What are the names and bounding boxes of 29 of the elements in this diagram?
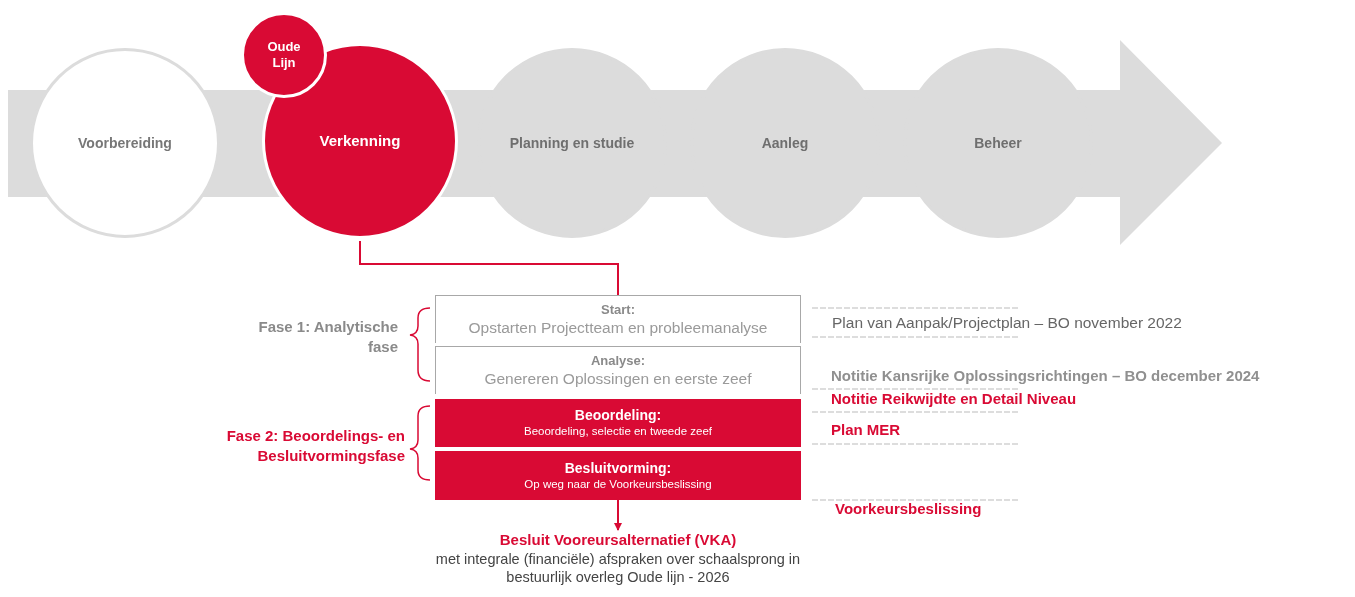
connector-line: [359, 240, 619, 296]
decision-description: met integrale (financiële) afspraken over schaalsprong in bestuurlijk overleg Oude lijn - 2026: [434, 549, 802, 588]
document-label: Voorkeursbeslissing: [835, 499, 982, 519]
step-title: Start:: [601, 302, 635, 318]
phase-label: Fase 2: Beoordelings- en Besluitvormingsfase: [225, 426, 405, 465]
phase-name: Aanleg: [760, 134, 810, 152]
step-description: Opstarten Projectteam en probleemanalyse: [468, 317, 768, 337]
step-title: Beoordeling:: [574, 407, 662, 425]
step-box: [435, 346, 801, 394]
step-box: [435, 399, 801, 447]
decision-title: Besluit Vooreursalternatief (VKA): [499, 530, 737, 550]
document-label: Notitie Kansrijke Oplossingsrichtingen – BO december 2024: [831, 366, 1260, 386]
document-label: Plan MER: [831, 420, 901, 440]
phase-name: Oude Lijn: [266, 39, 302, 71]
step-box: [435, 295, 801, 343]
step-description: Genereren Oplossingen en eerste zeef: [484, 368, 752, 388]
phase-name: Voorbereiding: [77, 134, 173, 152]
document-label: Plan van Aanpak/Projectplan – BO november 2022: [832, 313, 1182, 333]
phase-name: Beheer: [973, 134, 1023, 152]
phase-label: Fase 1: Analytische fase: [258, 317, 398, 356]
step-title: Besluitvorming:: [564, 459, 672, 477]
step-title: Analyse:: [590, 353, 646, 369]
document-label: Notitie Reikwijdte en Detail Niveau: [831, 389, 1077, 409]
step-box: [435, 451, 801, 500]
step-description: Op weg naar de Voorkeursbeslissing: [524, 476, 712, 492]
phase-name: Verkenning: [318, 132, 402, 150]
phase-name: Planning en studie: [508, 134, 636, 152]
arrow: [614, 499, 622, 531]
step-description: Beoordeling, selectie en tweede zeef: [524, 424, 712, 439]
